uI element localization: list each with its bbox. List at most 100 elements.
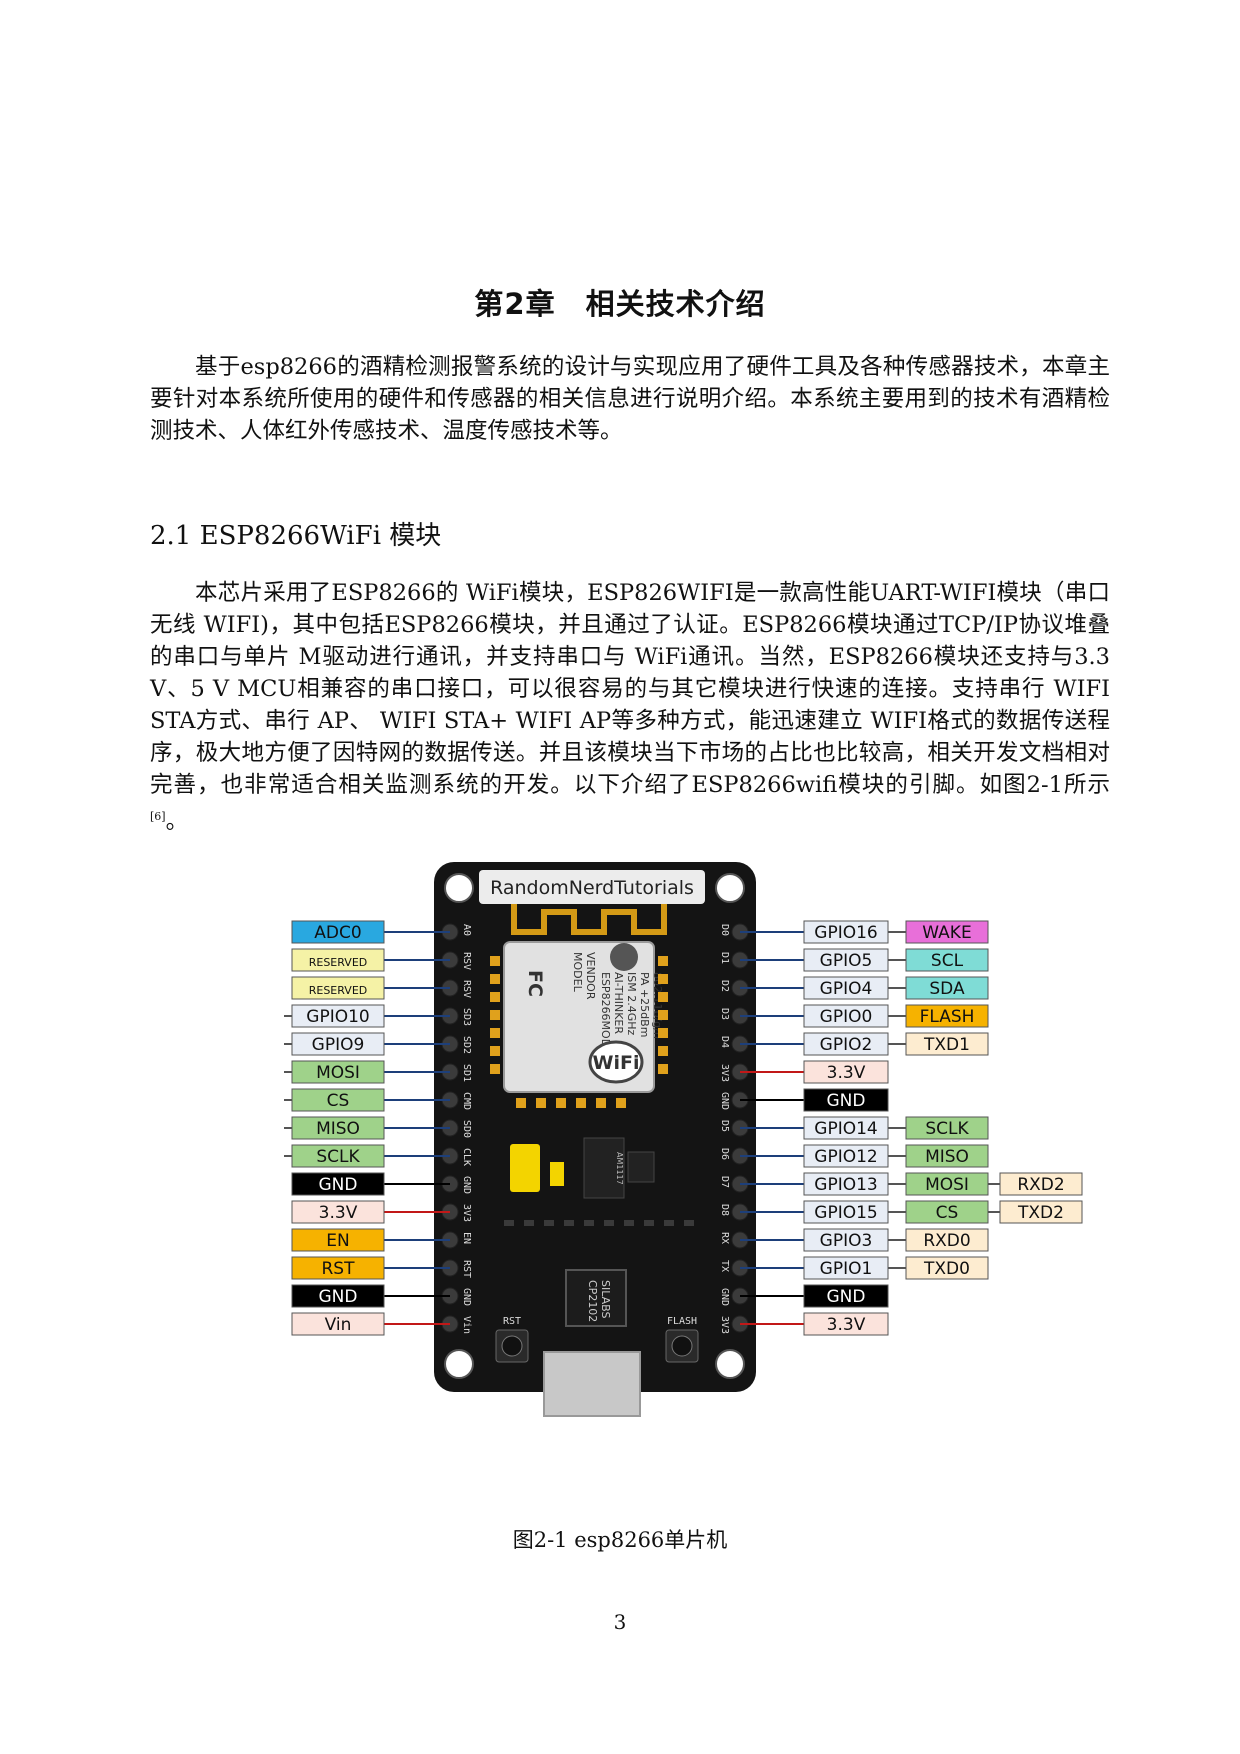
pin-left-11: EN [326,1231,349,1251]
pin-left-7: MISO [316,1119,360,1139]
pin-right-outer-0-box [905,920,989,944]
pin-left-6: CS [327,1091,350,1111]
flash-button-cap[interactable] [671,1335,693,1357]
header-label-left-4: SD2 [461,1036,472,1054]
header-label-left-5: SD1 [461,1064,472,1082]
pin-left-9: GND [319,1175,358,1195]
mount-hole-bl [444,1349,474,1379]
header-label-right-13: GND [719,1288,730,1306]
pin-right-outer-9: MOSI [925,1175,969,1195]
wifi-mark: WiFi [593,1052,640,1074]
pin-left-0: ADC0 [314,923,361,943]
pin-left-4: GPIO9 [312,1035,365,1055]
mount-hole-tl [444,873,474,903]
pin-right-outer2-10-box [999,1200,1083,1224]
pin-left-0-box [291,920,385,944]
pin-right-7: GPIO14 [814,1119,877,1139]
usb-chip-text-2: CP2102 [586,1280,599,1322]
usb-chip-text-1: SILABS [599,1280,612,1318]
page-number: 3 [613,1610,627,1634]
intro-paragraph: 基于esp8266的酒精检测报警系统的设计与实现应用了硬件工具及各种传感器技术，… [150,354,1110,444]
header-label-right-7: D5 [719,1120,730,1132]
header-label-left-14: Vin [461,1316,472,1334]
brand-label: RandomNerdTutorials [490,877,694,899]
pin-right-outer-3: FLASH [920,1007,975,1027]
pin-left-10: 3.3V [319,1203,358,1223]
espressif-logo [610,943,638,971]
pin-right-4: GPIO2 [820,1035,873,1055]
pin-left-5: MOSI [316,1063,360,1083]
section-paragraph-text: 本芯片采用了ESP8266的 WiFi模块，ESP826WIFI是一款高性能UA… [150,580,1110,798]
smd-row [504,1220,694,1226]
rst-button-cap[interactable] [501,1335,523,1357]
pin-right-outer-8-box [905,1144,989,1168]
header-label-left-0: A0 [461,924,472,936]
header-label-right-10: D8 [719,1204,730,1216]
pin-right-14: 3.3V [827,1315,866,1335]
header-label-right-2: D2 [719,980,730,992]
pin-right-outer-11: RXD0 [923,1231,970,1251]
pin-right-outer-11-box [905,1228,989,1252]
pin-left-3: GPIO10 [306,1007,369,1027]
header-label-right-4: D4 [719,1036,730,1048]
pin-right-3: GPIO0 [820,1007,873,1027]
pin-right-outer-12: TXD0 [923,1259,970,1279]
pin-right-outer-0: WAKE [922,923,971,943]
section-title: 2.1 ESP8266WiFi 模块 [150,521,442,551]
pin-left-1: RESERVED [309,956,368,969]
citation-ref[interactable]: [6] [150,810,166,823]
chapter-title: 第2章 相关技术介绍 [474,287,766,322]
pin-right-10: GPIO15 [814,1203,877,1223]
section-paragraph: 本芯片采用了ESP8266的 WiFi模块，ESP826WIFI是一款高性能UA… [150,577,1110,838]
pin-right-outer-1: SCL [931,951,964,971]
header-label-left-11: EN [461,1232,472,1244]
header-label-right-3: D3 [719,1008,730,1020]
header-label-left-12: RST [461,1260,472,1278]
pin-right-outer2-9: RXD2 [1017,1175,1064,1195]
header-label-left-6: CMD [461,1092,472,1110]
pin-left-9-box [291,1172,385,1196]
regulator-text: AM1117 [615,1152,624,1185]
mount-hole-br [715,1349,745,1379]
pin-right-outer2-10: TXD2 [1017,1203,1064,1223]
usb-connector [543,1351,641,1417]
pin-left-14-box [291,1312,385,1336]
pin-right-outer-1-box [905,948,989,972]
module-text-4: AI-THINKER [612,972,625,1034]
pin-right-outer-10: CS [936,1203,959,1223]
pin-left-10-box [291,1200,385,1224]
fc-mark: FC [524,970,546,997]
header-label-right-9: D7 [719,1176,730,1188]
module-pads [490,956,668,1108]
pin-right-8: GPIO12 [814,1147,877,1167]
module-text-5: ISM 2.4GHz [625,972,638,1036]
pin-right-outer-2-box [905,976,989,1000]
pin-left-8: SCLK [316,1147,360,1167]
module-text-1: MODEL [571,952,584,993]
pin-left-13: GND [319,1287,358,1307]
pin-right-13: GND [827,1287,866,1307]
wifi-badge [588,1040,644,1084]
small-chip [627,1151,655,1183]
header-label-left-10: 3V3 [461,1204,472,1222]
pin-right-outer-2: SDA [929,979,965,999]
header-label-right-1: D1 [719,952,730,964]
capacitor [510,1144,540,1192]
pin-right-outer-3-box [905,1004,989,1028]
header-label-right-8: D6 [719,1148,730,1160]
usb-chip [565,1269,627,1327]
header-label-left-9: GND [461,1176,472,1194]
header-label-right-14: 3V3 [719,1316,730,1334]
figure-caption: 图2-1 esp8266单片机 [512,1528,728,1552]
pin-right-0: GPIO16 [814,923,877,943]
mount-hole-tr [715,873,745,903]
header-label-right-11: RX [719,1232,730,1244]
pin-left-14: Vin [325,1315,352,1335]
pin-right-outer2-9-box [999,1172,1083,1196]
capacitor-small [550,1162,564,1186]
brand-label-bg [479,870,705,904]
pin-right-9: GPIO13 [814,1175,877,1195]
module-text-6: PA +25dBm [638,972,651,1037]
header-label-left-13: GND [461,1288,472,1306]
module-text-3: ESP8266MOD [599,972,612,1047]
